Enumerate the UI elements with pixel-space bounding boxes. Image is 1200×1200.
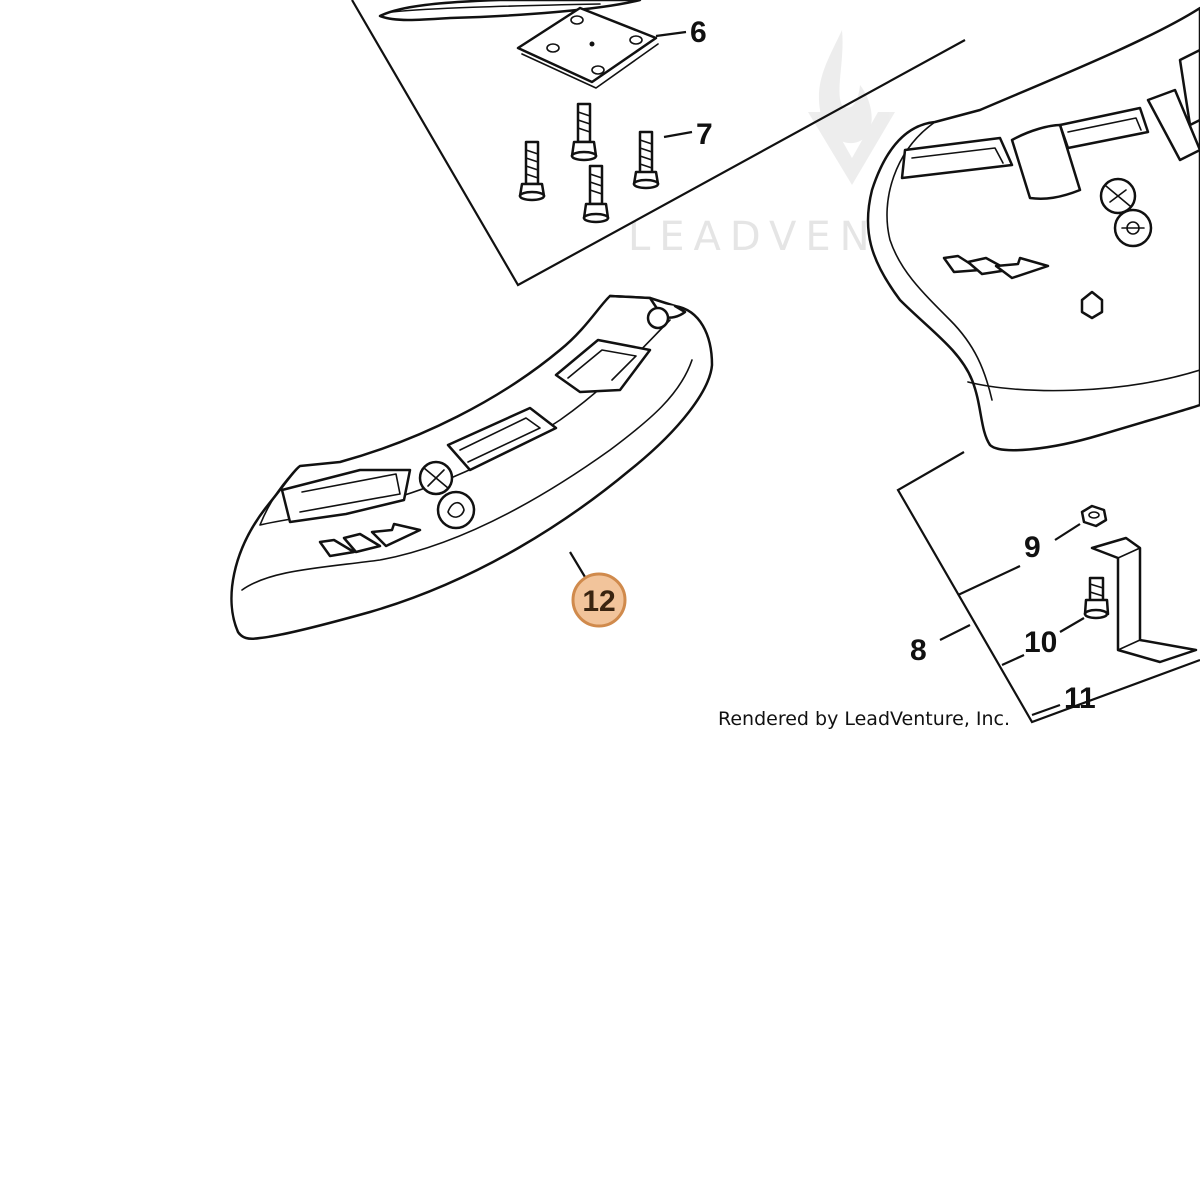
v-logo-icon [808,112,895,185]
leader-8 [939,624,971,641]
bolt-7b [570,102,598,162]
callout-7[interactable]: 7 [696,118,713,151]
callout-12[interactable]: 12 [582,585,615,618]
leader-7 [663,130,693,139]
callout-8[interactable]: 8 [910,634,927,667]
bolt-10 [1083,576,1110,620]
credit-text: Rendered by LeadVenture, Inc. [718,708,1010,730]
leader-6 [655,30,687,38]
deflector-12 [230,294,714,640]
leader-10b [1059,617,1085,633]
mounting-plate-6 [516,6,659,89]
bracket-kit-border [896,451,1200,724]
bolt-7a [518,140,546,202]
bracket-kit-panel: 9 10 8 11 [896,451,1200,724]
leader-9b [1054,523,1081,541]
upper-kit-panel: 6 7 [351,0,966,287]
leader-10 [1001,653,1025,667]
bolt-7d [582,164,610,224]
deflector-housing [866,6,1200,452]
nut-9 [1080,504,1108,528]
flame-logo-icon [818,30,872,144]
top-part-line [391,3,601,13]
callout-10[interactable]: 10 [1024,626,1057,659]
leader-11 [1031,703,1061,717]
callout-9[interactable]: 9 [1024,531,1041,564]
leader-9 [957,565,1021,596]
callout-11[interactable]: 11 [1064,682,1096,715]
callout-12-circle[interactable] [571,572,627,628]
kit-panel-border [351,0,966,287]
bracket-11 [1090,536,1198,664]
bolt-7c [632,130,660,190]
callout-6[interactable]: 6 [690,16,707,49]
callout-12-highlight[interactable]: 12 [571,572,627,628]
